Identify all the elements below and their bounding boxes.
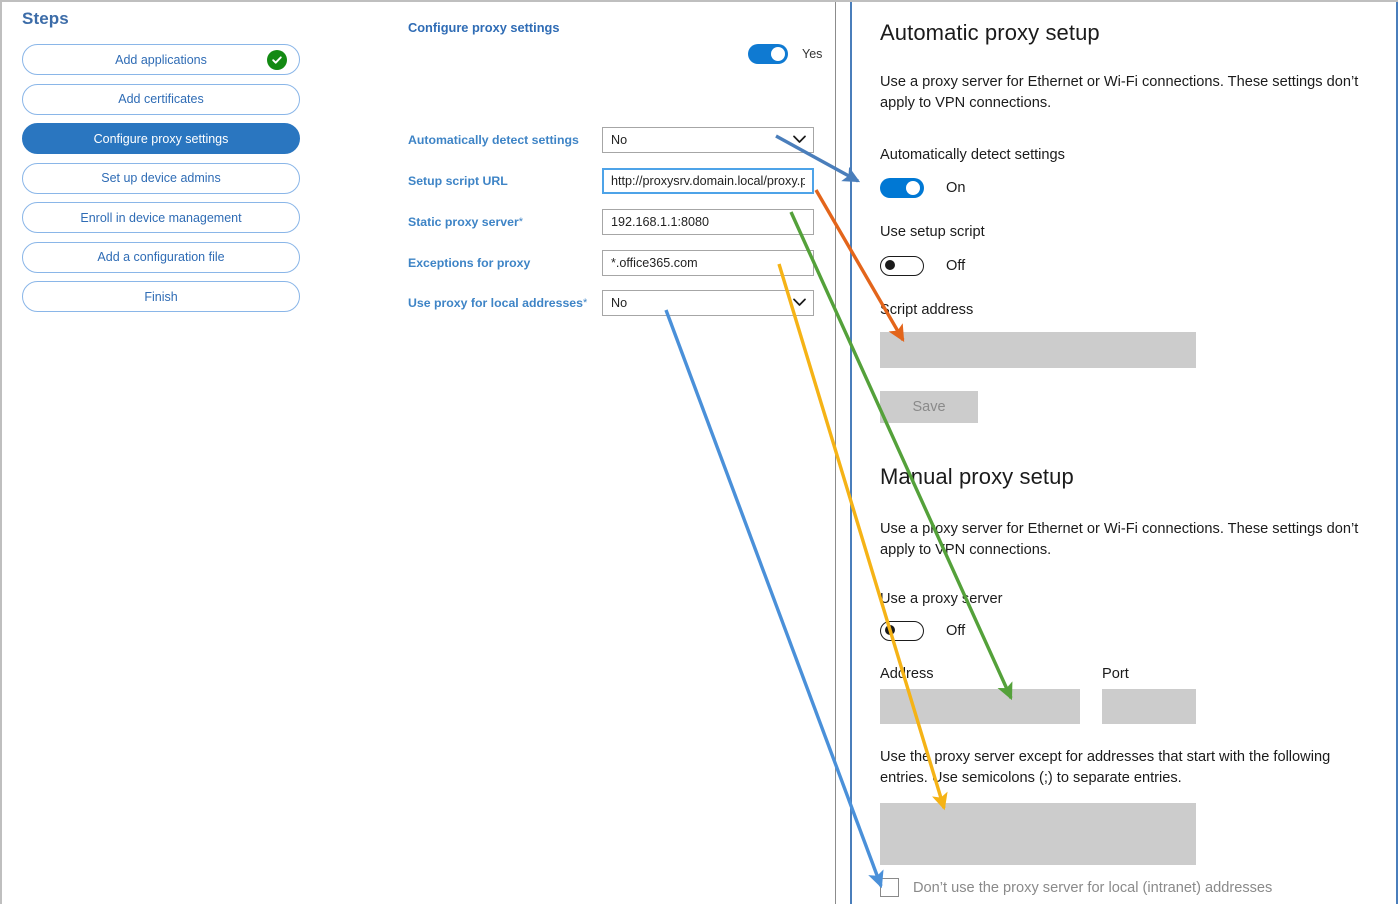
toggle-knob (885, 260, 895, 271)
step-item-add-a-configuration-file[interactable]: Add a configuration file (22, 241, 300, 273)
step-item-add-applications[interactable]: Add applications (22, 44, 300, 75)
step-item-label: Add certificates (118, 92, 204, 106)
proxy-form-panel: Configure proxy settings Yes Automatical… (340, 0, 835, 904)
exceptions-input[interactable] (880, 803, 1196, 865)
check-circle-icon (267, 49, 287, 70)
configure-proxy-toggle-label: Yes (802, 47, 823, 61)
form-heading: Configure proxy settings (408, 20, 560, 35)
bypass-local-addresses-checkbox-row[interactable]: Don’t use the proxy server for local (in… (880, 878, 1272, 897)
field-value: 192.168.1.1:8080 (611, 215, 710, 229)
step-item-set-up-device-admins[interactable]: Set up device admins (22, 162, 300, 194)
step-item-configure-proxy-settings[interactable]: Configure proxy settings (22, 123, 300, 154)
field-value: No (611, 133, 628, 147)
step-item-label: Add a configuration file (97, 250, 225, 264)
configure-proxy-toggle[interactable]: Yes (748, 44, 822, 64)
use-setup-script-toggle[interactable]: Off (880, 256, 965, 276)
field-label-automatically-detect-settings: Automatically detect settings (408, 133, 579, 147)
select-automatically-detect-settings[interactable]: No (602, 127, 814, 153)
toggle-track (880, 621, 924, 641)
automatically-detect-settings-toggle[interactable]: On (880, 178, 965, 198)
chevron-down-icon (793, 291, 806, 315)
field-label-setup-script-url: Setup script URL (408, 174, 508, 188)
required-marker: * (518, 216, 524, 228)
bypass-local-addresses-label: Don’t use the proxy server for local (in… (913, 879, 1273, 896)
input-exceptions-for-proxy[interactable]: *.office365.com (602, 250, 814, 276)
use-a-proxy-server-toggle[interactable]: Off (880, 621, 965, 641)
port-label: Port (1102, 666, 1129, 682)
field-value: *.office365.com (611, 256, 698, 270)
windows-proxy-settings-panel: Automatic proxy setup Use a proxy server… (850, 0, 1398, 904)
step-item-label: Finish (144, 289, 178, 304)
toggle-track (748, 44, 788, 64)
toggle-knob (771, 47, 785, 61)
use-a-proxy-server-state: Off (946, 623, 966, 639)
field-label-use-proxy-for-local-addresses: Use proxy for local addresses* (408, 296, 588, 310)
toggle-track (880, 178, 924, 198)
step-item-label: Set up device admins (101, 171, 221, 185)
step-item-label: Enroll in device management (80, 210, 242, 225)
use-setup-script-label: Use setup script (880, 224, 985, 240)
manual-proxy-setup-heading: Manual proxy setup (880, 464, 1074, 489)
manual-proxy-description: Use a proxy server for Ethernet or Wi-Fi… (880, 521, 1359, 558)
exceptions-description: Use the proxy server except for addresse… (880, 749, 1331, 786)
steps-title: Steps (22, 9, 69, 28)
field-label-static-proxy-server: Static proxy server* (408, 215, 524, 229)
panel-divider (835, 0, 836, 904)
form-row-use-proxy-for-local-addresses: Use proxy for local addresses* No (340, 290, 835, 316)
save-button[interactable]: Save (880, 391, 978, 423)
input-static-proxy-server[interactable]: 192.168.1.1:8080 (602, 209, 814, 235)
automatically-detect-settings-state: On (946, 180, 966, 196)
checkbox-icon[interactable] (880, 878, 899, 897)
select-use-proxy-for-local-addresses[interactable]: No (602, 290, 814, 316)
field-label-exceptions-for-proxy: Exceptions for proxy (408, 256, 531, 270)
port-input[interactable] (1102, 689, 1196, 724)
step-item-add-certificates[interactable]: Add certificates (22, 83, 300, 115)
automatic-proxy-setup-heading: Automatic proxy setup (880, 20, 1100, 45)
automatic-proxy-description: Use a proxy server for Ethernet or Wi-Fi… (880, 74, 1359, 111)
form-row-setup-script-url: Setup script URL http://proxysrv.domain.l… (340, 168, 835, 194)
use-a-proxy-server-label: Use a proxy server (880, 591, 1003, 607)
input-setup-script-url[interactable]: http://proxysrv.domain.local/proxy.pa (602, 168, 814, 194)
toggle-track (880, 256, 924, 276)
address-input[interactable] (880, 689, 1080, 724)
script-address-input[interactable] (880, 332, 1196, 368)
form-row-static-proxy-server: Static proxy server* 192.168.1.1:8080 (340, 209, 835, 235)
automatically-detect-settings-label: Automatically detect settings (880, 147, 1065, 163)
step-item-finish[interactable]: Finish (22, 281, 300, 312)
step-item-label: Configure proxy settings (93, 131, 229, 146)
field-value: http://proxysrv.domain.local/proxy.pa (611, 174, 805, 188)
step-item-label: Add applications (115, 52, 207, 67)
script-address-label: Script address (880, 302, 974, 318)
form-row-automatically-detect-settings: Automatically detect settings No (340, 127, 835, 153)
toggle-knob (885, 625, 895, 636)
chevron-down-icon (793, 128, 806, 152)
form-row-exceptions-for-proxy: Exceptions for proxy *.office365.com (340, 250, 835, 276)
field-value: No (611, 296, 628, 310)
step-item-enroll-in-device-management[interactable]: Enroll in device management (22, 202, 300, 233)
use-setup-script-state: Off (946, 258, 966, 274)
required-marker: * (582, 297, 588, 309)
address-label: Address (880, 666, 934, 682)
toggle-knob (906, 181, 920, 195)
